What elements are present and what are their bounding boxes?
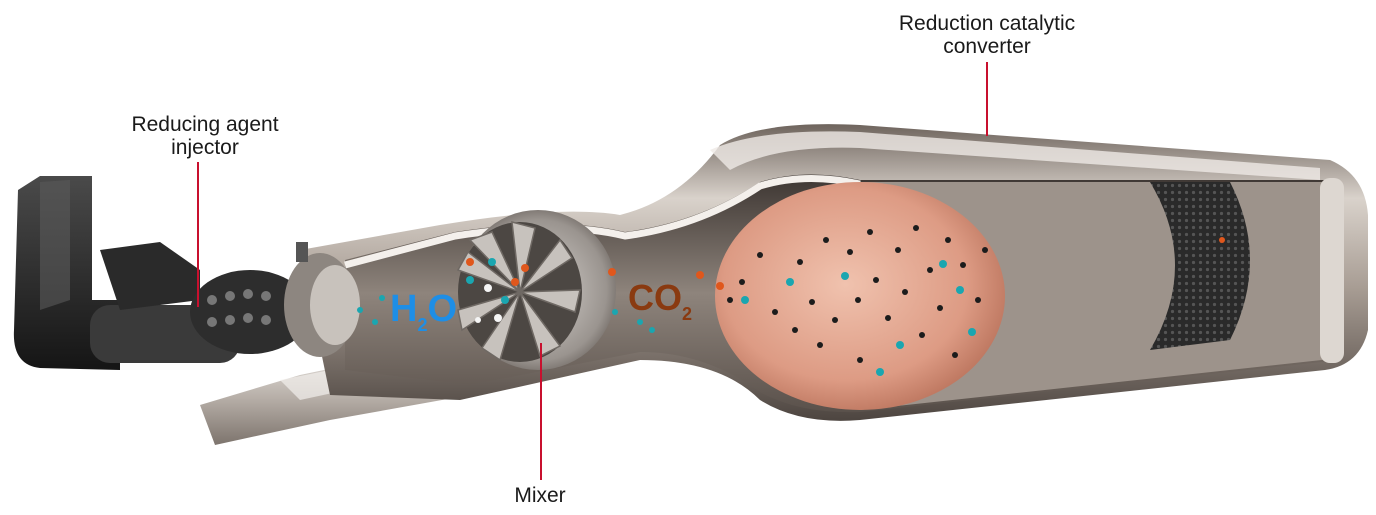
- injector-label-line1: Reducing agent: [100, 113, 310, 136]
- co2-formula: CO2: [628, 280, 692, 316]
- catalyst-label: Reduction catalytic converter: [862, 12, 1112, 58]
- injector-label-line2: injector: [100, 136, 310, 159]
- catalyst-label-line1: Reduction catalytic: [862, 12, 1112, 35]
- water-formula-sub: 2: [417, 315, 427, 335]
- injector-label: Reducing agent injector: [100, 113, 310, 159]
- inlet-assembly: [14, 176, 360, 370]
- water-formula: H2O: [390, 290, 457, 328]
- catalyst-label-line2: converter: [862, 35, 1112, 58]
- catalyst-inlet-face: [715, 182, 1005, 410]
- mixer-label: Mixer: [490, 484, 590, 507]
- co2-formula-sub: 2: [682, 304, 692, 324]
- co2-formula-co: CO: [628, 277, 682, 318]
- water-formula-h: H: [390, 288, 417, 330]
- water-formula-o: O: [427, 288, 457, 330]
